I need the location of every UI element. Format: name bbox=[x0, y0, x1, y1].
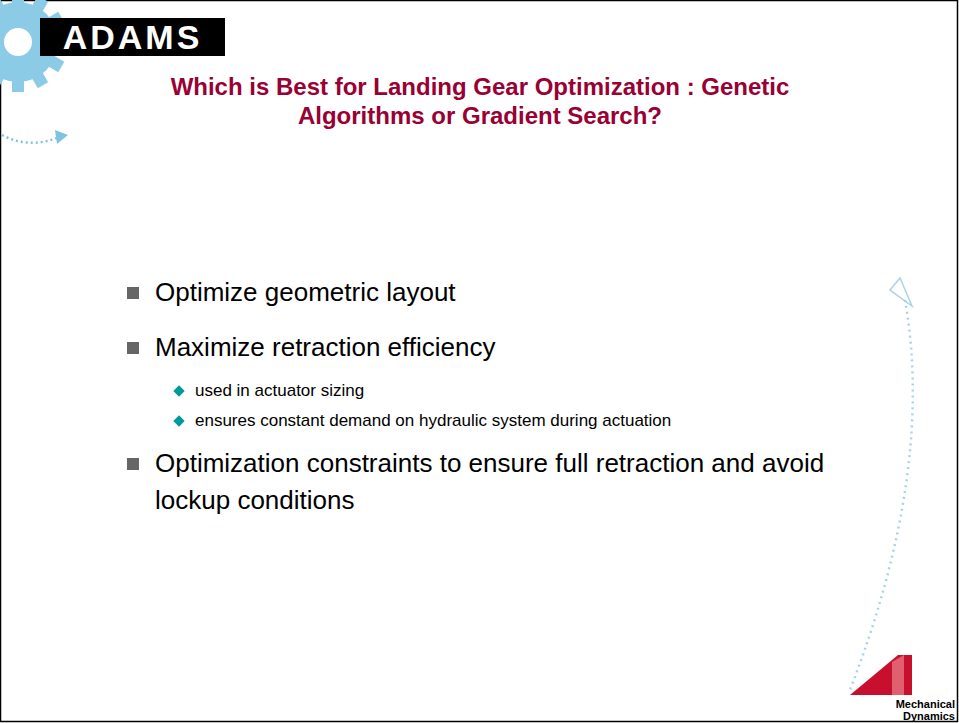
sub-bullet-text: ensures constant demand on hydraulic sys… bbox=[195, 409, 895, 433]
bullet-text: Maximize retraction efficiency bbox=[155, 329, 875, 366]
dotted-arc bbox=[2, 135, 62, 143]
arc-arrowhead bbox=[55, 130, 68, 144]
logo-text: ADAMS bbox=[40, 18, 225, 56]
arc-arrowhead bbox=[890, 278, 912, 306]
company-logo bbox=[850, 655, 912, 695]
square-bullet bbox=[127, 342, 139, 354]
bullet-text: Optimize geometric layout bbox=[155, 274, 875, 311]
slide-title: Which is Best for Landing Gear Optimizat… bbox=[170, 72, 790, 130]
diamond-bullet bbox=[173, 385, 184, 396]
sub-bullet-text: used in actuator sizing bbox=[195, 379, 895, 403]
bullet-text: Optimization constraints to ensure full … bbox=[155, 445, 875, 519]
square-bullet bbox=[127, 287, 139, 299]
square-bullet bbox=[127, 458, 139, 470]
diamond-bullet bbox=[173, 415, 184, 426]
dotted-arc bbox=[850, 300, 913, 690]
company-name: Mechanical Dynamics bbox=[875, 698, 955, 722]
